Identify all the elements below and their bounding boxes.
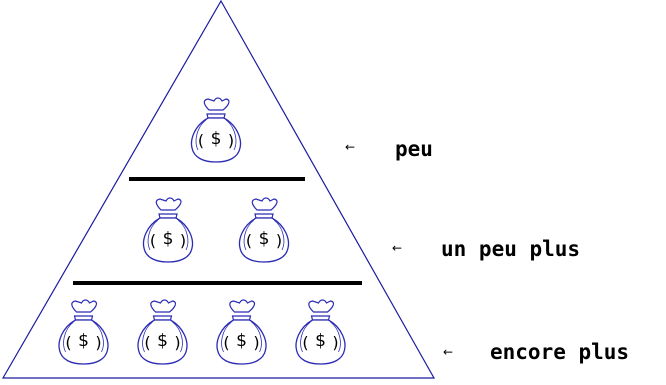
money-bag-icon	[295, 299, 346, 365]
money-bags	[58, 97, 346, 365]
arrow-icon: ←	[345, 140, 356, 154]
money-bag-icon	[142, 197, 194, 263]
money-bag-icon	[238, 197, 290, 263]
tier-label-top: peu	[395, 137, 433, 161]
money-bag-icon	[190, 97, 242, 163]
money-bag-icon	[137, 299, 188, 365]
pyramid-outline	[1, 0, 436, 379]
money-bag-icon	[58, 299, 109, 365]
arrow-icon: ←	[443, 345, 454, 359]
tier-label-bottom: encore plus	[490, 340, 630, 364]
arrow-icon: ←	[392, 241, 403, 255]
tier-label-middle: un peu plus	[441, 237, 581, 261]
money-bag-icon	[216, 299, 267, 365]
